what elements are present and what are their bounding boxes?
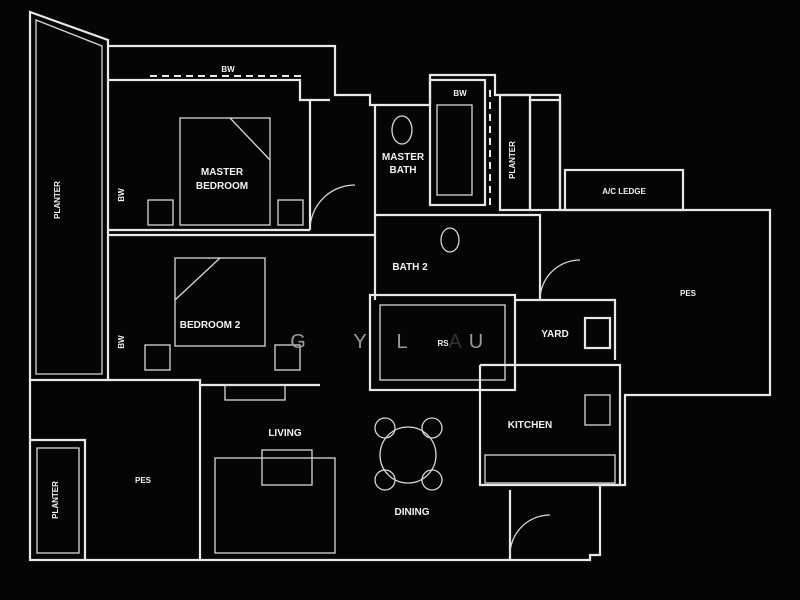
label-bath-2: BATH 2 (392, 262, 428, 273)
label-pes-right: PES (680, 289, 697, 298)
label-bw-top: BW (221, 65, 235, 74)
label-bedroom-2: BEDROOM 2 (180, 320, 241, 331)
label-rs: RS (437, 339, 449, 348)
label-master-bath-line2: BATH (389, 165, 416, 176)
watermark-letter: Y (353, 331, 366, 353)
label-bw-bath: BW (453, 89, 467, 98)
label-kitchen: KITCHEN (508, 420, 552, 431)
watermark-letter: L (396, 331, 407, 353)
watermark-letter: U (469, 331, 483, 353)
label-master-bath-line1: MASTER (382, 152, 425, 163)
label-dining: DINING (395, 507, 430, 518)
label-bw-bedroom2: BW (117, 335, 126, 349)
label-planter-left-bottom: PLANTER (51, 481, 60, 519)
label-bw-master: BW (117, 188, 126, 202)
label-master-bedroom-line2: BEDROOM (196, 181, 248, 192)
label-ac-ledge: A/C LEDGE (602, 187, 646, 196)
label-pes-left: PES (135, 476, 152, 485)
label-planter-left-top: PLANTER (53, 181, 62, 219)
label-master-bedroom-line1: MASTER (201, 167, 244, 178)
watermark-letter: G (290, 331, 306, 353)
watermark-letter: A (448, 331, 462, 353)
watermark: G Y L A U (290, 331, 483, 353)
label-yard: YARD (541, 329, 568, 340)
label-living: LIVING (268, 428, 302, 439)
walls (28, 10, 772, 562)
label-planter-mid: PLANTER (508, 141, 517, 179)
room-labels: PLANTER BW MASTER BEDROOM BW BEDROOM 2 B… (51, 65, 697, 519)
